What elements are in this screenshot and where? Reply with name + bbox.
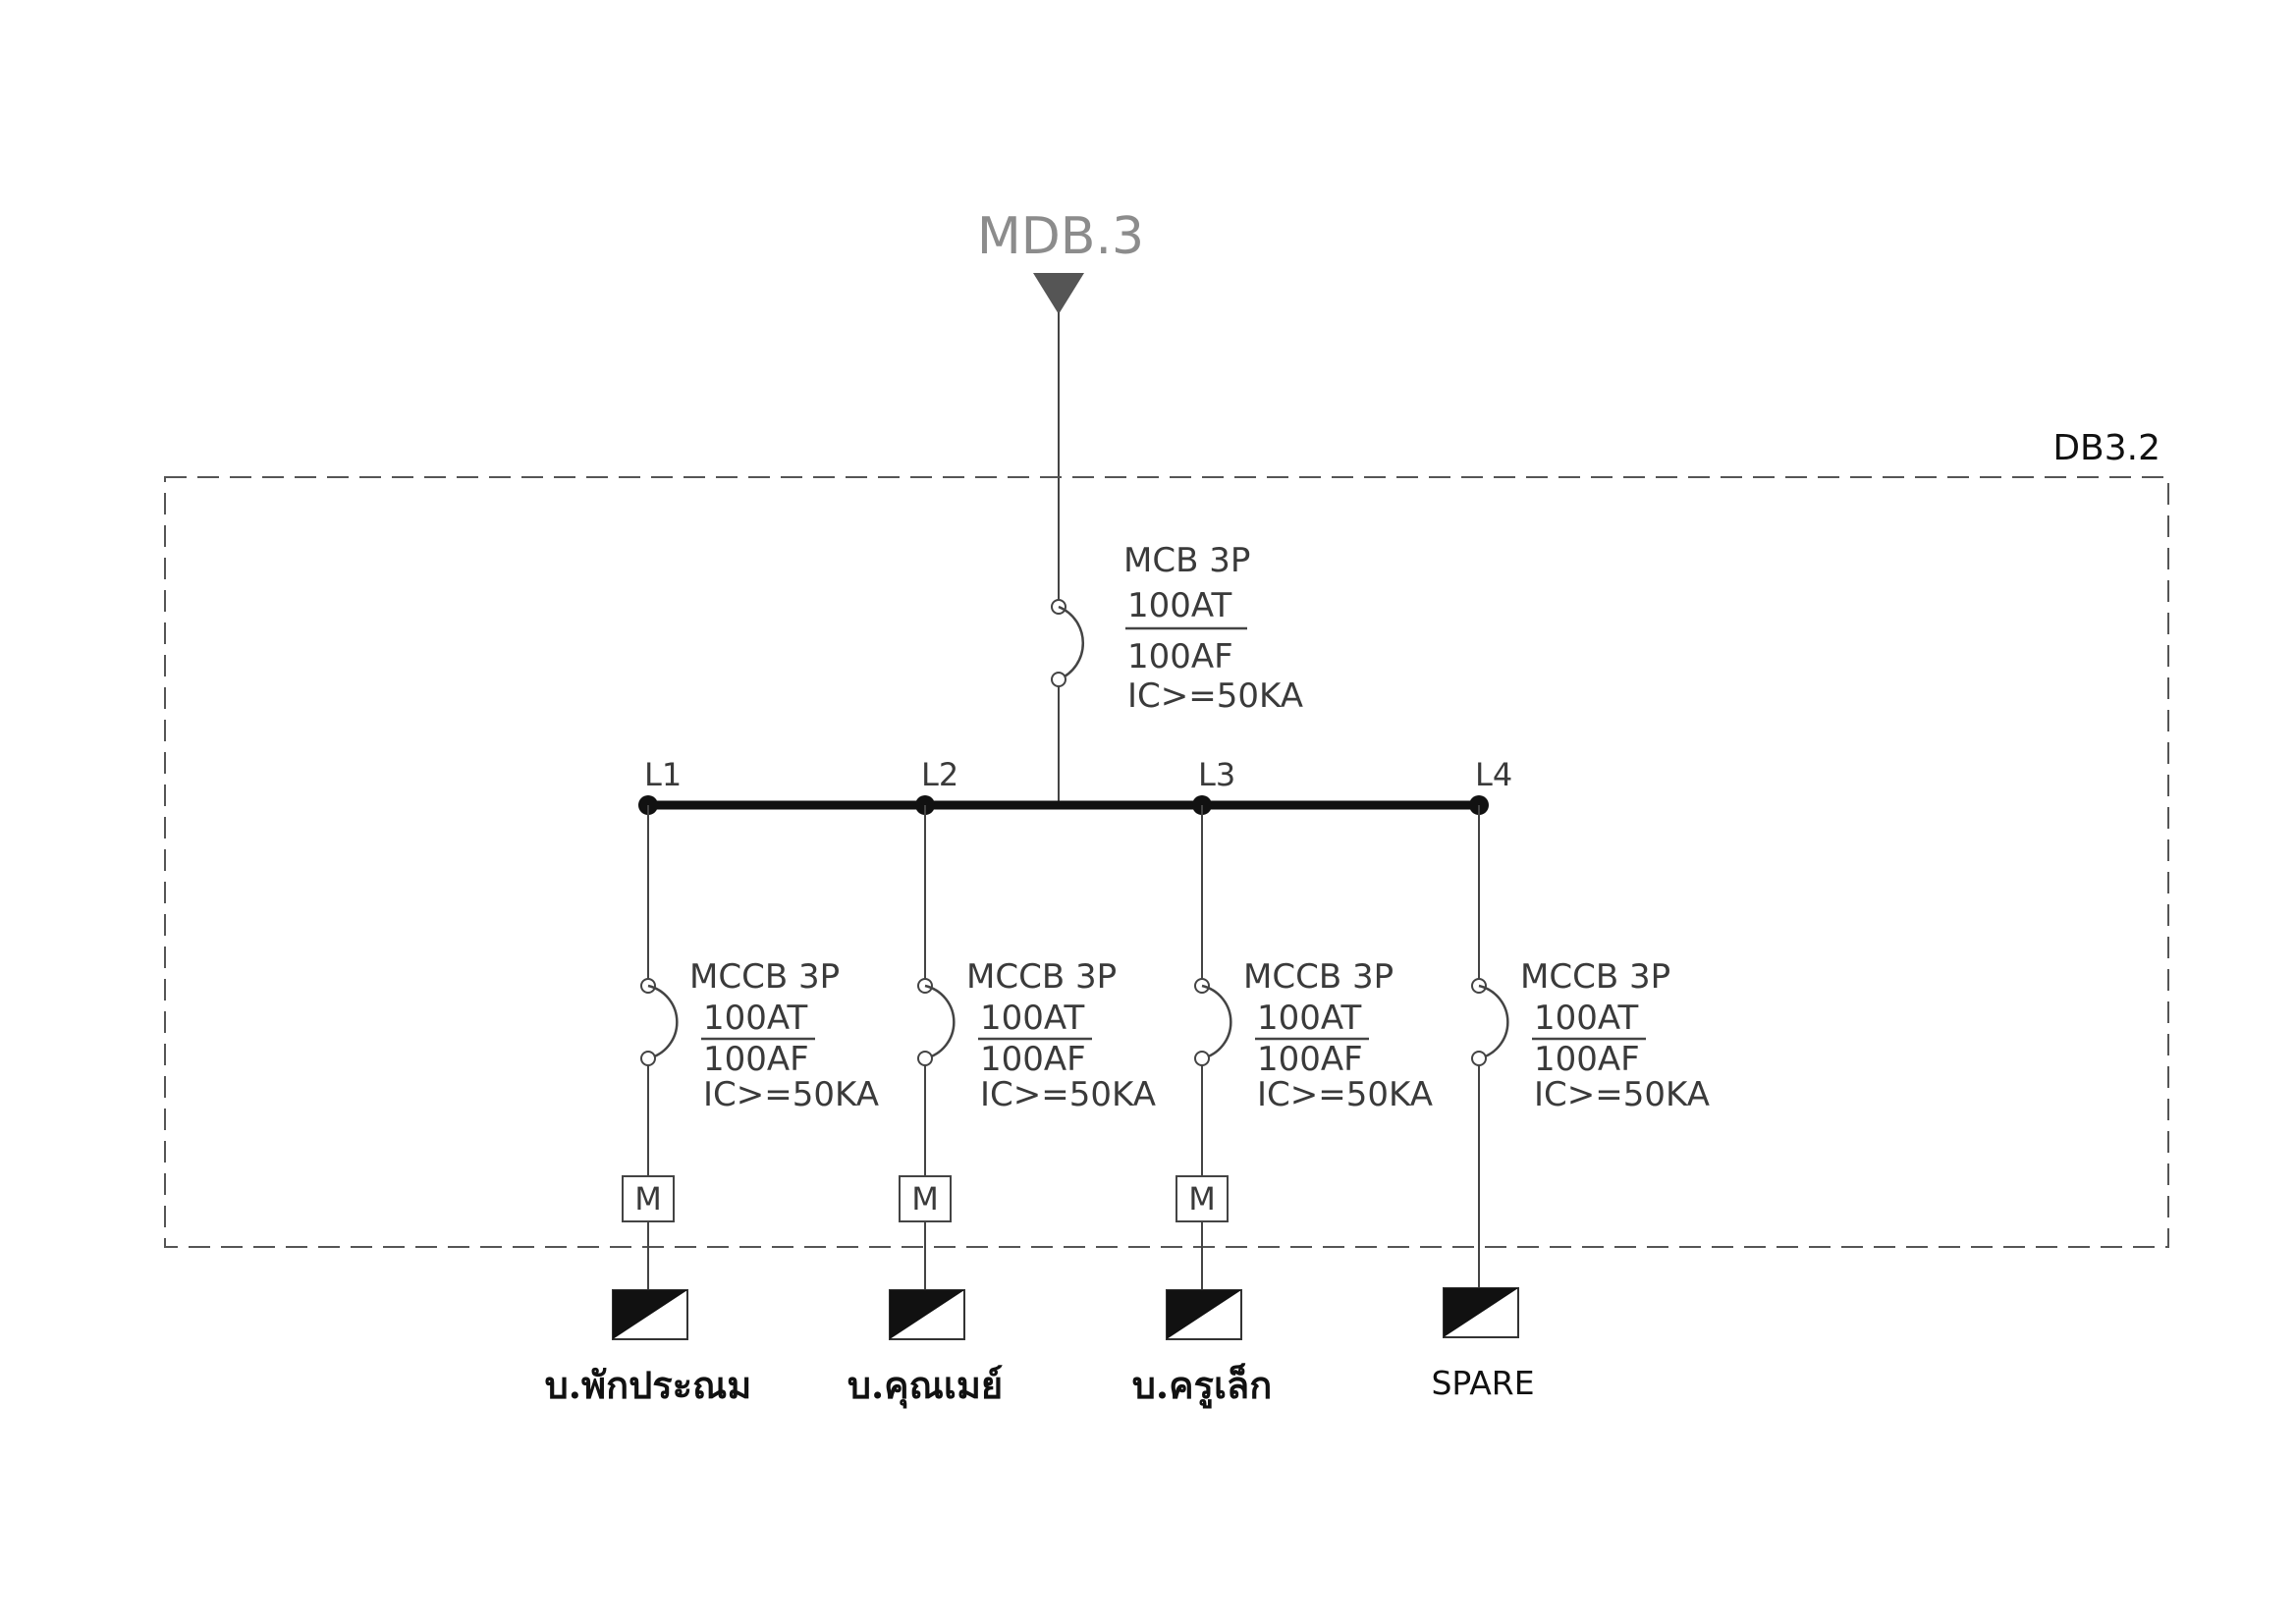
main-breaker-contact-bottom bbox=[1051, 672, 1066, 687]
breaker-frame-l2: 100AF bbox=[980, 1040, 1086, 1079]
breaker-arc-l2 bbox=[924, 984, 956, 1060]
breaker-contact-bottom-l4 bbox=[1471, 1051, 1487, 1066]
breaker-frame-l3: 100AF bbox=[1257, 1040, 1363, 1079]
main-breaker-arc bbox=[1058, 605, 1085, 681]
load-box-icon-l4 bbox=[1443, 1287, 1519, 1338]
breaker-type-l4: MCCB 3P bbox=[1520, 957, 1670, 997]
main-breaker: MCB 3P 100AT 100AF IC>=50KA bbox=[1051, 541, 1303, 805]
bus-node-label-l1: L1 bbox=[644, 756, 682, 793]
panel-label: DB3.2 bbox=[2052, 428, 2160, 468]
load-label-l2: บ.คุณเมย์ bbox=[847, 1363, 1003, 1409]
breaker-ic-l1: IC>=50KA bbox=[703, 1075, 879, 1114]
breaker-ic-l3: IC>=50KA bbox=[1257, 1075, 1433, 1114]
main-breaker-ic: IC>=50KA bbox=[1127, 676, 1303, 716]
meter-label-l2: M bbox=[911, 1180, 939, 1217]
breaker-arc-l4 bbox=[1478, 984, 1509, 1060]
meter-box-l1 bbox=[622, 1175, 675, 1222]
breaker-contact-bottom-l2 bbox=[917, 1051, 933, 1066]
breaker-arc-l3 bbox=[1201, 984, 1232, 1060]
breaker-contact-bottom-l3 bbox=[1194, 1051, 1210, 1066]
breaker-arc-l1 bbox=[647, 984, 679, 1060]
source-label: MDB.3 bbox=[977, 207, 1144, 266]
breaker-ic-l4: IC>=50KA bbox=[1534, 1075, 1710, 1114]
breaker-trip-l3: 100AT bbox=[1257, 999, 1362, 1038]
breaker-contact-bottom-l1 bbox=[640, 1051, 656, 1066]
breaker-type-l3: MCCB 3P bbox=[1243, 957, 1394, 997]
branch-l1: L1 M MCCB 3P 100AT 100AF IC>=50KA บ.พักป… bbox=[545, 756, 879, 1407]
main-breaker-frame: 100AF bbox=[1127, 637, 1233, 676]
load-box-icon-l2 bbox=[889, 1289, 965, 1340]
breaker-ic-l2: IC>=50KA bbox=[980, 1075, 1156, 1114]
source-arrow-icon bbox=[1033, 273, 1084, 314]
main-breaker-trip: 100AT bbox=[1127, 586, 1232, 625]
load-box-icon-l3 bbox=[1166, 1289, 1242, 1340]
bus-node-label-l3: L3 bbox=[1198, 756, 1235, 793]
meter-label-l1: M bbox=[634, 1180, 662, 1217]
bus-node-label-l4: L4 bbox=[1475, 756, 1512, 793]
load-label-l1: บ.พักประณม bbox=[545, 1363, 752, 1407]
load-label-l4: SPARE bbox=[1431, 1364, 1534, 1402]
meter-box-l2 bbox=[899, 1175, 952, 1222]
breaker-frame-l4: 100AF bbox=[1534, 1040, 1640, 1079]
load-box-icon-l1 bbox=[612, 1289, 688, 1340]
branch-l4: L4 MCCB 3P 100AT 100AF IC>=50KA SPARE bbox=[1431, 756, 1710, 1402]
breaker-type-l2: MCCB 3P bbox=[966, 957, 1117, 997]
breaker-frame-l1: 100AF bbox=[703, 1040, 809, 1079]
panel-enclosure bbox=[164, 476, 2169, 1248]
breaker-trip-l2: 100AT bbox=[980, 999, 1085, 1038]
breaker-type-l1: MCCB 3P bbox=[689, 957, 840, 997]
breaker-trip-l1: 100AT bbox=[703, 999, 808, 1038]
meter-label-l3: M bbox=[1188, 1180, 1216, 1217]
branch-l3: L3 M MCCB 3P 100AT 100AF IC>=50KA บ.ครูเ… bbox=[1132, 756, 1433, 1409]
load-label-l3: บ.ครูเล็ก bbox=[1132, 1363, 1272, 1409]
branch-l2: L2 M MCCB 3P 100AT 100AF IC>=50KA บ.คุณเ… bbox=[847, 756, 1156, 1409]
main-breaker-type: MCB 3P bbox=[1123, 541, 1250, 580]
bus-node-label-l2: L2 bbox=[921, 756, 958, 793]
breaker-trip-l4: 100AT bbox=[1534, 999, 1639, 1038]
meter-box-l3 bbox=[1175, 1175, 1229, 1222]
